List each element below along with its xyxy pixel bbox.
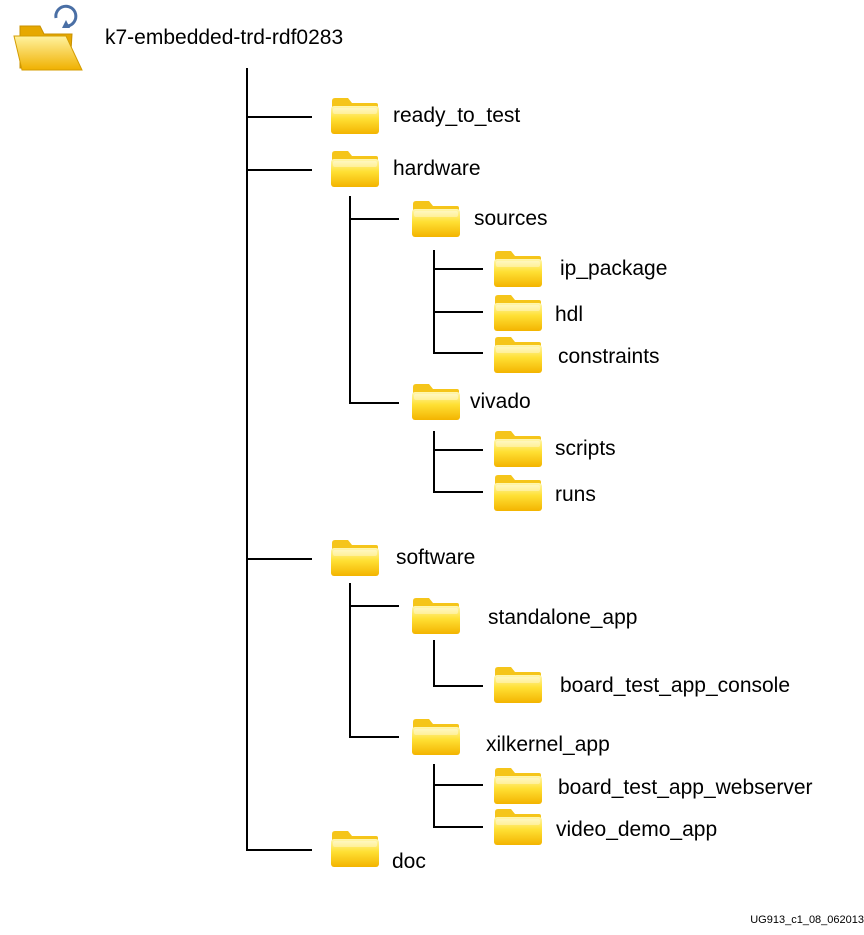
folder-icon [411,716,461,756]
folder-sources-label: sources [474,207,548,230]
tree-connector [433,352,483,354]
folder-hdl-label: hdl [555,303,584,326]
folder-icon [493,248,543,288]
folder-standalone-app-label: standalone_app [488,606,638,629]
folder-icon [493,664,543,704]
tree-connector [349,402,399,404]
tree-connector [433,685,483,687]
folder-doc-label: doc [392,850,426,873]
figure-id-footnote: UG913_c1_08_062013 [750,914,864,926]
tree-connector [349,605,399,607]
folder-ready-to-test-label: ready_to_test [393,104,521,127]
folder-icon [411,381,461,421]
folder-runs-label: runs [555,483,596,506]
folder-xilkernel-app-label: xilkernel_app [486,733,610,756]
folder-ip-package-label: ip_package [560,257,668,280]
folder-software-label: software [396,546,476,569]
tree-connector [433,250,435,354]
folder-board-test-app-console-label: board_test_app_console [560,674,791,697]
folder-icon [493,428,543,468]
tree-connector [246,68,248,850]
folder-vivado-label: vivado [470,390,531,413]
folder-icon [493,806,543,846]
tree-connector [433,268,483,270]
folder-hardware-label: hardware [393,157,481,180]
folder-icon [411,198,461,238]
tree-connector [433,784,483,786]
tree-connector [349,196,351,404]
tree-connector [433,826,483,828]
tree-connector [433,491,483,493]
tree-connector [349,583,351,738]
folder-icon [493,334,543,374]
tree-connector [349,218,399,220]
folder-icon [411,595,461,635]
folder-icon [330,95,380,135]
folder-icon [330,148,380,188]
tree-connector [433,640,435,687]
root-folder-label: k7-embedded-trd-rdf0283 [105,26,344,49]
tree-connector [433,311,483,313]
tree-connector [246,116,312,118]
tree-connector [433,431,435,493]
tree-connector [246,558,312,560]
tree-connector [246,849,312,851]
folder-icon [493,292,543,332]
tree-connector [433,449,483,451]
folder-constraints-label: constraints [558,345,660,368]
folder-icon [493,472,543,512]
folder-icon [493,765,543,805]
tree-connector [246,169,312,171]
folder-board-test-app-webserver-label: board_test_app_webserver [558,776,813,799]
folder-scripts-label: scripts [555,437,616,460]
folder-video-demo-app-label: video_demo_app [556,818,718,841]
tree-connector [433,764,435,828]
folder-icon [330,537,380,577]
open-folder-icon [10,4,92,74]
tree-connector [349,736,399,738]
folder-icon [330,828,380,868]
